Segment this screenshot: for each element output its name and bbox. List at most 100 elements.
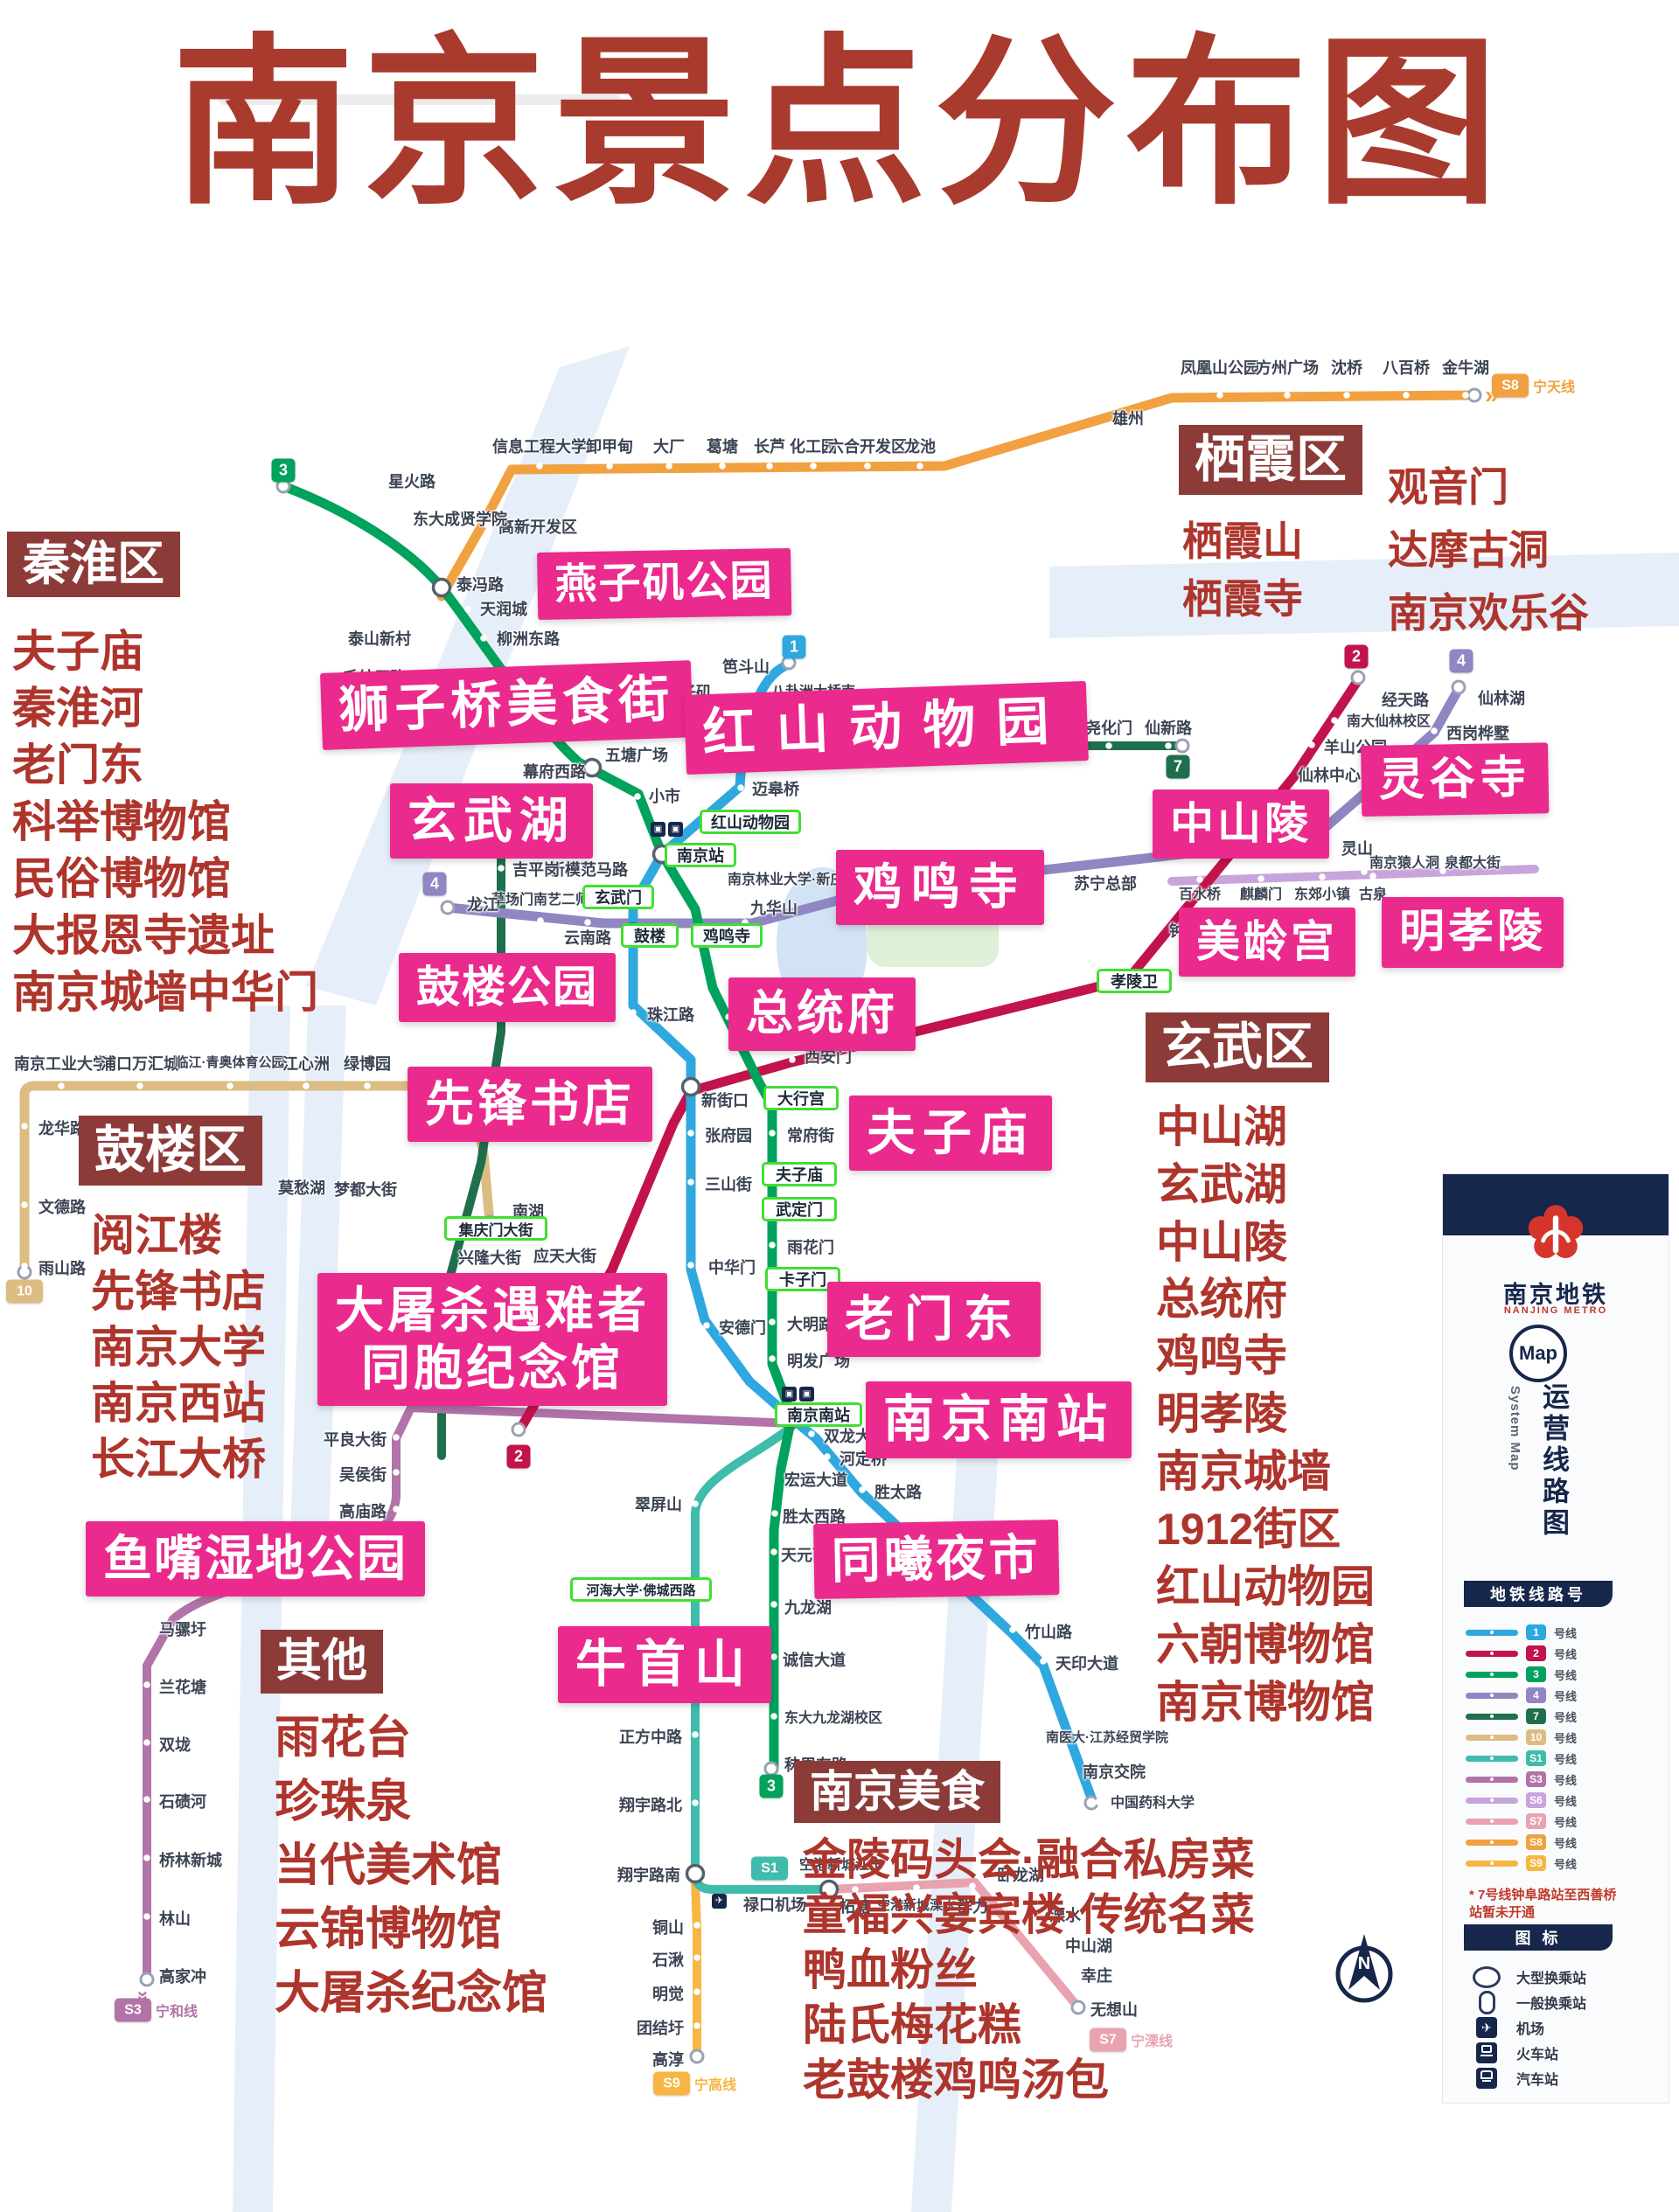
station-box: 大行宫 [763,1086,839,1110]
legend-panel: 南京地铁 NANJING METRO Map 运营线路图 System Map … [1443,1174,1669,2103]
station-label: 大明路 [787,1316,834,1333]
station-dot [1153,409,1160,416]
district-item: 秦淮河 [12,684,143,733]
metro-line-s1 [691,1422,833,1894]
line-color-swatch [1466,1650,1518,1657]
legend-line-label: 号线 [1554,1815,1578,1829]
district-title: 栖霞区 [1179,425,1363,495]
station-dot [58,1082,65,1089]
station-dot [1165,742,1172,749]
station-label: 翔宇路北 [619,1797,682,1814]
station-dot [1365,694,1372,701]
legend-line-badge: S1 [1526,1750,1546,1766]
district-item: 中山陵 [1156,1218,1287,1267]
station-label: 信息工程大学 [492,438,587,456]
station-label: 化工园 [790,438,837,456]
station-dot [1403,392,1410,399]
attraction-label: 明孝陵 [1382,897,1564,969]
interchange-ring [582,757,603,778]
station-label: 泰冯路 [456,576,504,594]
terminus-ring [1451,679,1467,695]
station-dot [770,1601,777,1608]
district-item: 童福兴宴宾楼·传统名菜 [803,1890,1255,1939]
line-badge: 1 [782,635,806,659]
map-circle-label: Map [1519,1342,1557,1364]
station-label: 龙江 [467,896,498,914]
metro-name-en: NANJING METRO [1503,1305,1608,1316]
station-label: 翔宇路南 [617,1867,680,1884]
station-label: 珠江路 [647,1006,694,1024]
station-dot [693,1988,700,1995]
station-dot [143,1681,150,1688]
river [1049,553,1679,638]
station-label: 正方中路 [619,1729,682,1746]
legend-line-badge: S8 [1526,1834,1546,1850]
legend-line-badge: 10 [1526,1729,1546,1745]
legend-icon-row: 一般换乘站 [1473,1990,1586,2014]
swatch-dot [1490,1777,1494,1781]
station-label: 胜太路 [874,1484,922,1501]
attraction-label: 夫子庙 [849,1096,1052,1172]
station-box: 南京南站 [775,1402,862,1427]
station-label: 明发广场 [787,1353,850,1370]
district-item: 南京城墙中华门 [12,968,318,1017]
station-dot [1064,1970,1071,1977]
station-label: 禄口机场 [743,1896,806,1914]
attraction-label: 牛首山 [558,1626,772,1704]
station-label: 张府园 [705,1127,752,1144]
station-dot [1105,742,1112,749]
district-item: 大屠杀纪念馆 [275,1968,548,2019]
attraction-label: 玄武湖 [390,783,593,859]
legend-line-label: 号线 [1554,1752,1578,1766]
interchange-ring [680,1076,701,1097]
station-label: 中国药科大学 [1111,1796,1195,1811]
metro-name: 南京地铁 [1503,1282,1608,1308]
district-title: 其他 [261,1630,384,1694]
station-dot [693,1922,700,1929]
attraction-label: 鼓楼公园 [399,953,616,1022]
station-dot [969,1882,976,1889]
line-badge: 10 [6,1279,43,1304]
station-dot [1004,1881,1011,1888]
district-item: 明孝陵 [1156,1389,1287,1438]
district-item: 1912街区 [1156,1505,1341,1554]
station-label: 幕府西路 [523,763,586,781]
station-label: 柘塘 [840,1898,871,1916]
station-label: 天润城 [480,601,527,618]
station-dot [1258,875,1264,882]
district-item: 中山湖 [1156,1103,1287,1151]
station-dot [692,1500,699,1507]
terminus-ring [139,1972,155,1987]
swatch-dot [1490,1798,1494,1802]
station-dot [687,1130,694,1137]
interchange-ring [431,577,452,598]
terminus-ring [440,900,456,915]
swatch-dot [1490,1631,1494,1634]
attraction-label: 同曦夜市 [813,1520,1060,1600]
district-item: 阅江楼 [91,1211,222,1260]
station-dot [913,1884,920,1891]
line-color-swatch [1466,1734,1518,1741]
station-dot [143,1913,150,1920]
metro-line-s7 [825,1878,1083,2012]
station-dot [769,1318,776,1325]
station-dot [143,1854,150,1861]
station-label: 中山湖 [1065,1937,1112,1955]
legend-line-label: 号线 [1554,1773,1578,1787]
station-label: 中华门 [708,1259,756,1276]
station-label: 八百桥 [1383,359,1430,377]
line-color-swatch [1466,1860,1518,1867]
attraction-label: 美龄宫 [1179,908,1355,977]
district-item: 栖霞寺 [1182,576,1303,622]
line-name-label: 宁和线 [156,2005,199,2020]
station-dot [21,1201,28,1208]
station-label: 新模范马路 [549,861,628,879]
district-item: 老门东 [12,741,143,790]
airport-icon: ✈ [712,1892,727,1909]
station-label: 文德路 [38,1199,86,1216]
station-dot [808,1430,815,1437]
metro-line-line3 [278,481,797,1775]
